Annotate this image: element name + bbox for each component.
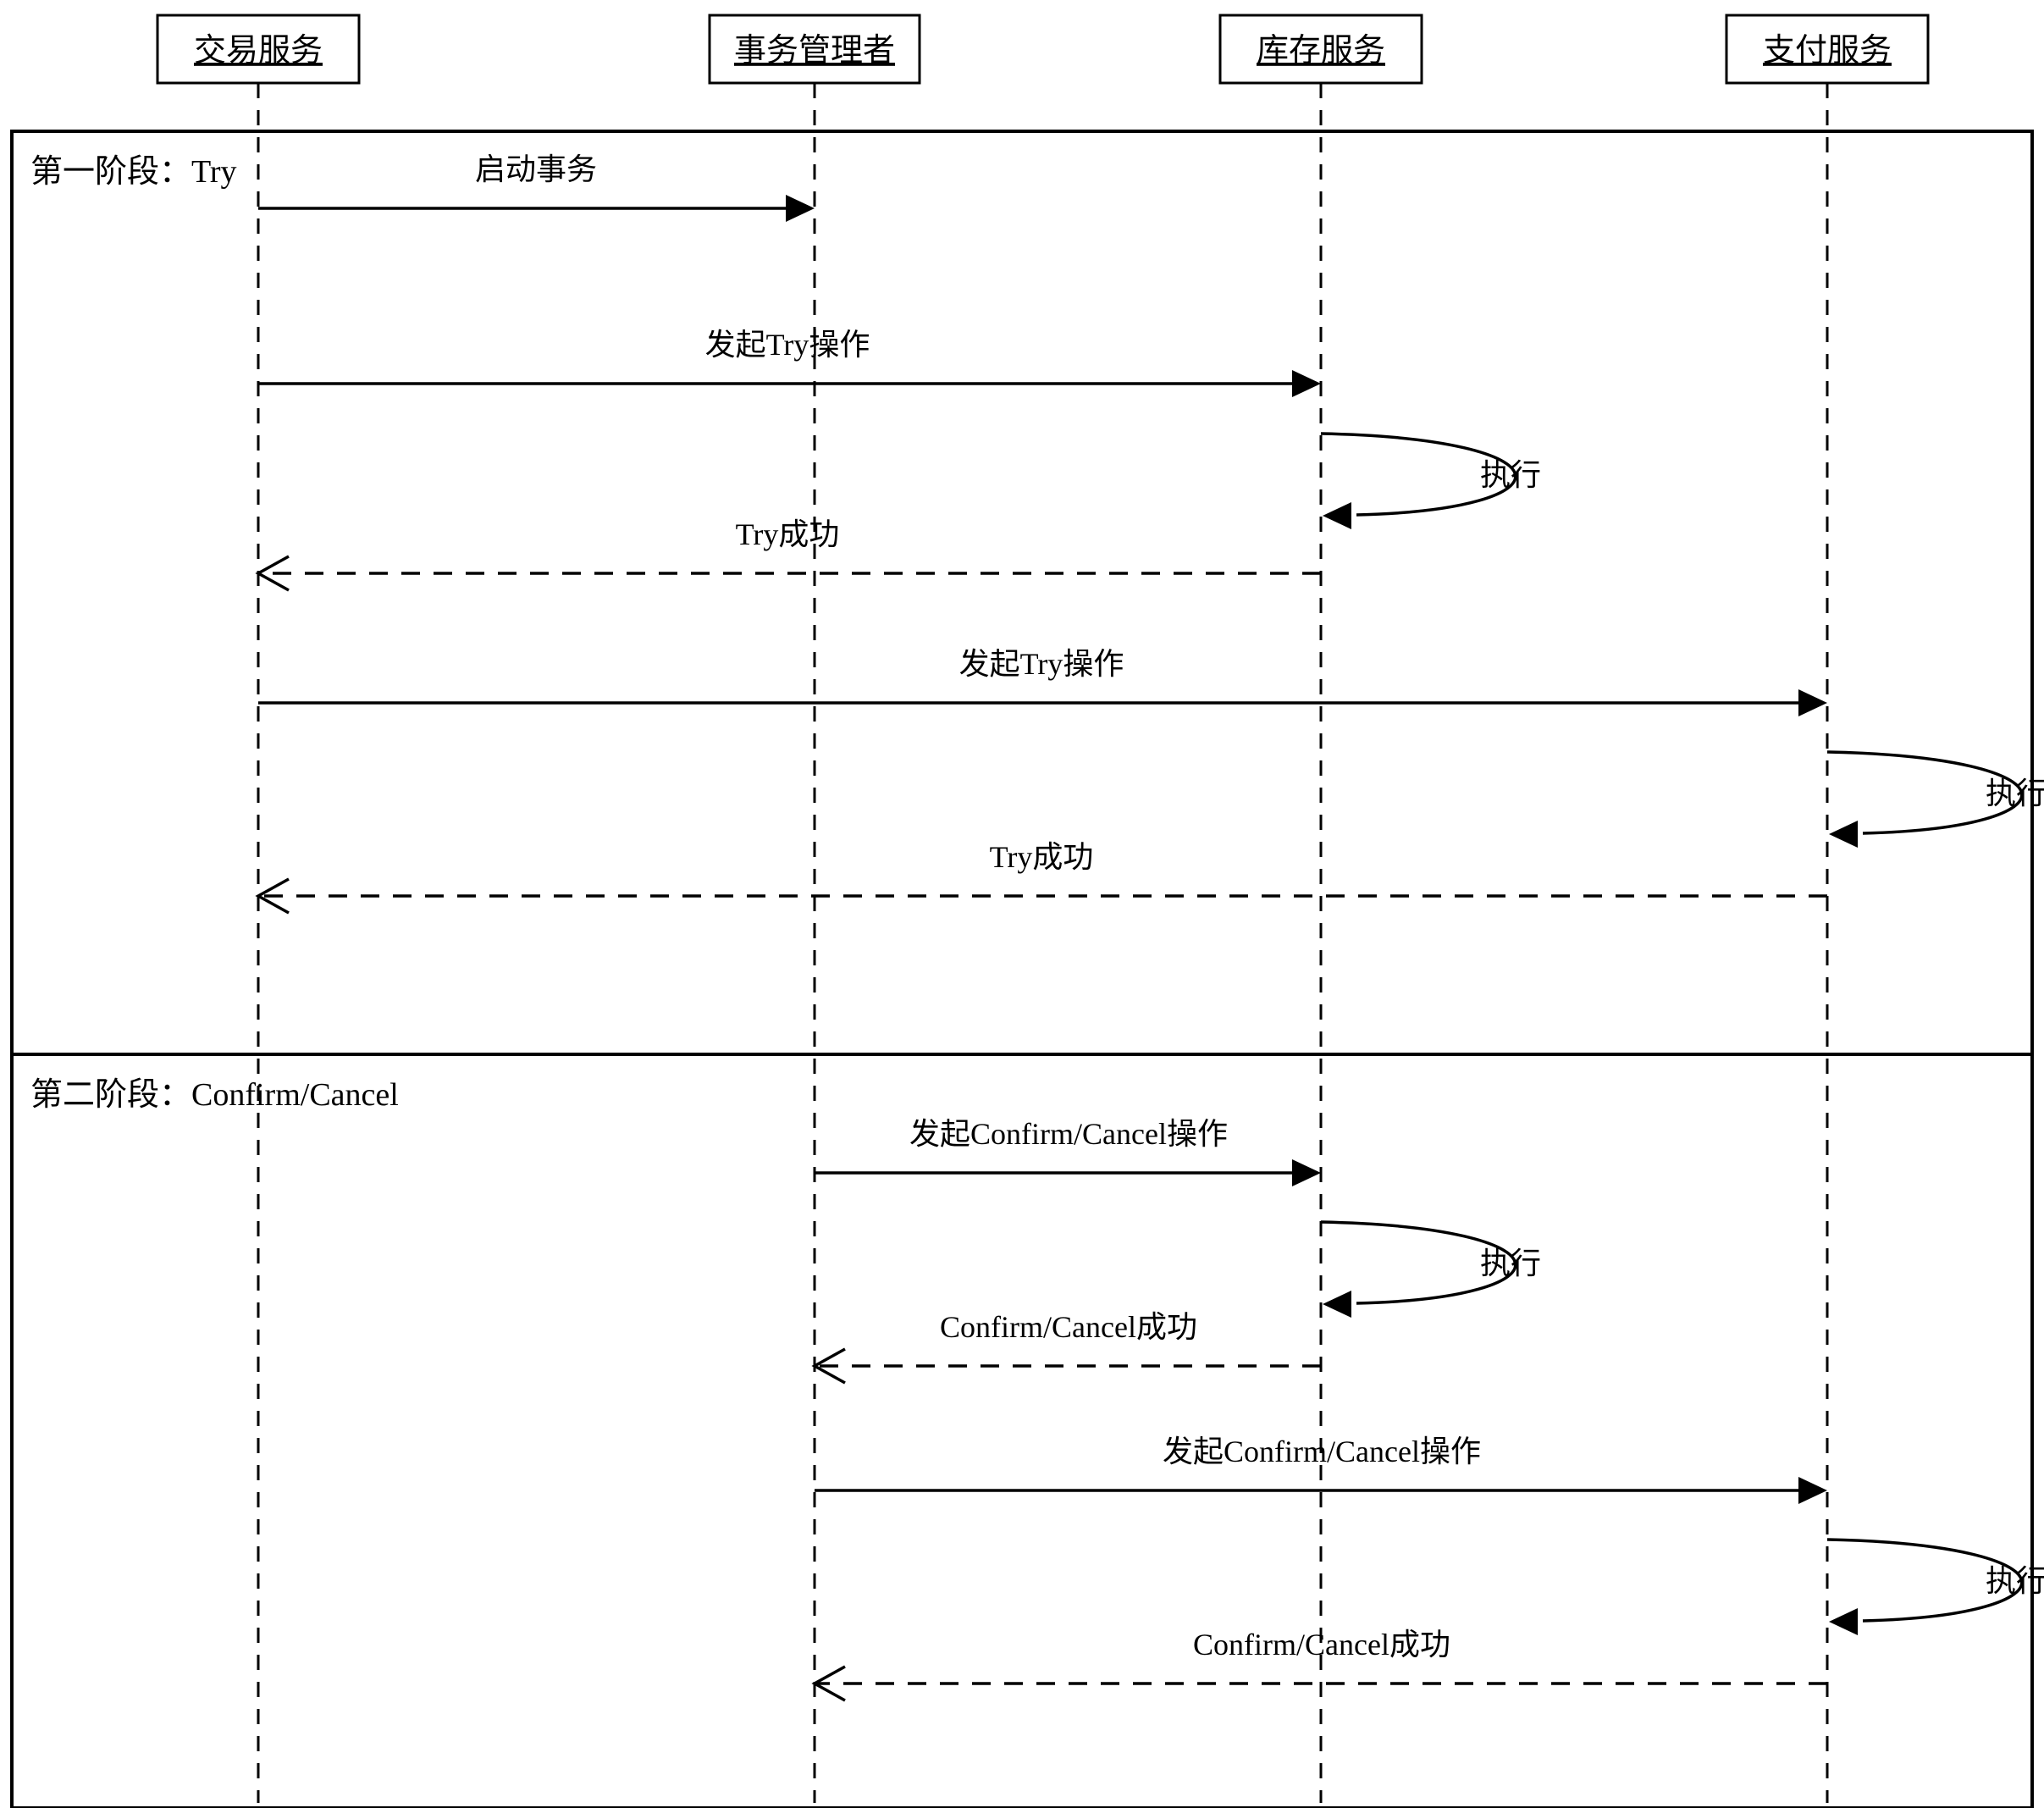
arrowhead-filled	[1292, 370, 1321, 397]
message-label: 执行	[1986, 777, 2044, 810]
message-m2-call[interactable]: 发起Try操作	[258, 328, 1321, 397]
message-m10-return[interactable]: Confirm/Cancel成功	[811, 1310, 1321, 1385]
message-label: 发起Confirm/Cancel操作	[1163, 1435, 1481, 1468]
message-m11-call[interactable]: 发起Confirm/Cancel操作	[815, 1435, 1827, 1504]
participant-label-stock: 库存服务	[1257, 33, 1385, 69]
arrowhead-filled	[1798, 689, 1827, 716]
arrowhead-filled	[1323, 502, 1351, 529]
message-m9-self[interactable]: 执行	[1320, 1220, 1541, 1318]
arrowhead-open	[255, 877, 290, 915]
message-m1-call[interactable]: 启动事务	[258, 152, 815, 222]
participant-box-stock	[1218, 14, 1423, 85]
phase-frames-layer: 第一阶段：Try 第二阶段：Confirm/Cancel	[10, 130, 2034, 1808]
participant-box-pay	[1725, 14, 1930, 85]
phase-box-phase1	[10, 130, 2034, 1056]
message-label: 执行	[1480, 458, 1541, 492]
phase-label-phase2: 第二阶段：Confirm/Cancel	[30, 1077, 399, 1113]
message-label: 发起Try操作	[959, 647, 1124, 681]
arrowhead-open	[255, 555, 290, 592]
message-m13-return[interactable]: Confirm/Cancel成功	[811, 1628, 1827, 1702]
self-message-curve	[1320, 1220, 1517, 1305]
phase-label-phase1: 第一阶段：Try	[30, 154, 237, 190]
message-label: 启动事务	[475, 152, 597, 186]
message-m8-call[interactable]: 发起Confirm/Cancel操作	[815, 1117, 1321, 1186]
self-message-curve	[1826, 1538, 2024, 1623]
participant-box-trade	[156, 14, 361, 85]
phase-frame-phase2: 第二阶段：Confirm/Cancel	[10, 1053, 2034, 1808]
message-label: 发起Try操作	[705, 328, 870, 362]
arrowhead-filled	[1829, 1608, 1858, 1635]
message-label: 执行	[1480, 1247, 1541, 1280]
messages-layer: 启动事务发起Try操作执行Try成功发起Try操作执行Try成功发起Confir…	[255, 152, 2044, 1702]
message-m3-self[interactable]: 执行	[1320, 432, 1541, 529]
message-m7-return[interactable]: Try成功	[255, 840, 1827, 915]
arrowhead-filled	[1798, 1477, 1827, 1504]
message-label: Try成功	[736, 517, 840, 551]
message-label: 发起Confirm/Cancel操作	[909, 1117, 1228, 1151]
message-label: Confirm/Cancel成功	[1193, 1628, 1450, 1661]
message-label: 执行	[1986, 1564, 2044, 1598]
participant-label-pay: 支付服务	[1763, 33, 1892, 69]
arrowhead-filled	[786, 195, 815, 222]
message-label: Confirm/Cancel成功	[940, 1310, 1197, 1344]
phase-frame-phase1: 第一阶段：Try	[10, 130, 2034, 1056]
lifelines-layer	[257, 83, 1829, 1803]
arrowhead-open	[811, 1347, 846, 1385]
participant-label-trade: 交易服务	[194, 33, 323, 69]
participant-heads-layer: 交易服务 事务管理者 库存服务 支付服务	[156, 14, 1930, 85]
message-m5-call[interactable]: 发起Try操作	[258, 647, 1827, 716]
participant-label-txmgr: 事务管理者	[734, 33, 895, 69]
participant-box-txmgr	[708, 14, 921, 85]
arrowhead-open	[811, 1665, 846, 1702]
message-m12-self[interactable]: 执行	[1826, 1538, 2044, 1635]
self-message-curve	[1320, 432, 1517, 517]
participant-head-pay[interactable]: 支付服务	[1725, 14, 1930, 85]
self-message-curve	[1826, 750, 2024, 835]
arrowhead-filled	[1323, 1291, 1351, 1318]
arrowhead-filled	[1829, 821, 1858, 848]
message-m6-self[interactable]: 执行	[1826, 750, 2044, 848]
arrowhead-filled	[1292, 1159, 1321, 1186]
participant-head-stock[interactable]: 库存服务	[1218, 14, 1423, 85]
participant-head-trade[interactable]: 交易服务	[156, 14, 361, 85]
participant-head-txmgr[interactable]: 事务管理者	[708, 14, 921, 85]
message-m4-return[interactable]: Try成功	[255, 517, 1321, 592]
phase-box-phase2	[10, 1053, 2034, 1808]
message-label: Try成功	[990, 840, 1094, 874]
